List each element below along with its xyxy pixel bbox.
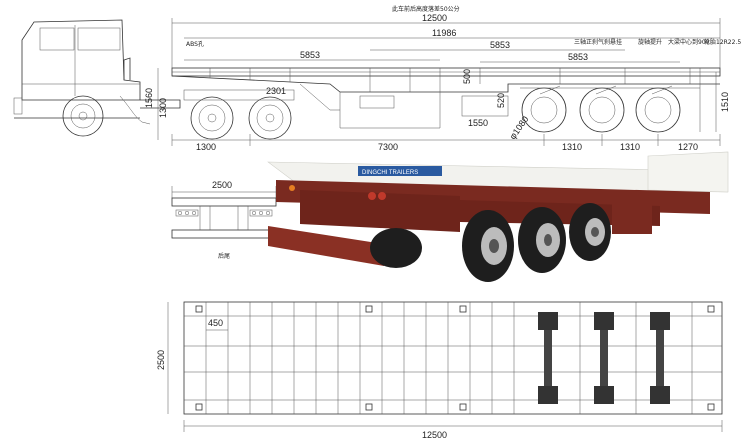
- dim-1310-b: 1310: [620, 142, 640, 152]
- side-elevation: 此车前后高度落差50公分 12500 11986 5853 5853 5853 …: [13, 5, 741, 152]
- top-dimension-lines: [157, 18, 721, 146]
- photo-tail-lights: [289, 185, 386, 200]
- dim-2301: 2301: [266, 86, 286, 96]
- tractor-drive-wheel-2: [248, 96, 292, 140]
- dim-total-length: 12500: [422, 13, 447, 23]
- photo-landing-gear: [612, 204, 652, 234]
- dim-1510: 1510: [720, 92, 730, 112]
- dim-1300: 1300: [196, 142, 216, 152]
- dim-mid-5853: 5853: [568, 52, 588, 62]
- dim-500: 500: [462, 69, 472, 84]
- dim-1080: φ1080: [507, 114, 530, 141]
- dim-plan-12500: 12500: [422, 430, 447, 440]
- note-rotating-lift: 旋轴提升: [638, 38, 662, 46]
- dim-plan-2500: 2500: [156, 350, 166, 370]
- photo-rear-bumper: [268, 226, 384, 266]
- dim-plan-450: 450: [208, 318, 223, 328]
- deck-cross-members: [209, 68, 691, 92]
- dim-1550: 1550: [468, 118, 488, 128]
- fifth-wheel: [183, 89, 295, 101]
- dim-1310-a: 1310: [562, 142, 582, 152]
- dim-520: 520: [496, 93, 506, 108]
- tractor-drive-wheel-1: [190, 96, 234, 140]
- trailer-wheel-3: [635, 87, 681, 133]
- plan-axles: [538, 312, 670, 404]
- dim-1300-vertical: 1300: [158, 98, 168, 118]
- note-beam-center: 大梁中心到900: [668, 38, 710, 46]
- dim-11986: 11986: [432, 28, 456, 38]
- tractor-cab: [13, 19, 151, 125]
- photo-frame-rear: [460, 200, 660, 226]
- plan-view: 450 2500 12500: [156, 301, 723, 440]
- photo-wheel-2: [518, 207, 566, 273]
- note-air-suspension: 三轴正刹气刹悬挂: [574, 38, 622, 46]
- cab-wheel: [62, 95, 104, 137]
- note-rear-tail: 后尾: [218, 252, 230, 260]
- photo-spare-tire: [370, 228, 422, 268]
- header-note: 此车前后高度落差50公分: [392, 5, 460, 13]
- photo-brand-plate: [358, 166, 442, 176]
- photo-brand-text: DINGCHI TRAILERS: [362, 170, 418, 176]
- suspension-linkage: [520, 85, 700, 95]
- photo-headboard: [647, 151, 729, 193]
- note-abs-hole: ABS孔: [186, 40, 204, 48]
- dim-1270: 1270: [678, 142, 698, 152]
- rear-view: 2500 后尾: [171, 180, 277, 260]
- dim-rear-width: 2500: [212, 180, 232, 190]
- photo-wheel-3: [569, 203, 611, 261]
- tractor-chassis: [140, 99, 181, 109]
- photo-wheel-1: [462, 210, 514, 282]
- dim-left-5853: 5853: [300, 50, 320, 60]
- trailer-wheel-2: [579, 87, 625, 133]
- note-tire: 轮胎12R22.5: [704, 38, 741, 46]
- photo-frame-body: [300, 190, 460, 232]
- dim-1560: 1560: [144, 88, 154, 108]
- dim-top-5853: 5853: [490, 40, 510, 50]
- plan-cross-beams: [205, 302, 693, 414]
- trailer-wheel-1: [521, 87, 567, 133]
- trailer-photo: DINGCHI TRAILERS: [267, 151, 729, 282]
- plan-twist-locks: [195, 305, 715, 411]
- trailer-deck-side: [171, 67, 721, 129]
- dim-7300: 7300: [378, 142, 398, 152]
